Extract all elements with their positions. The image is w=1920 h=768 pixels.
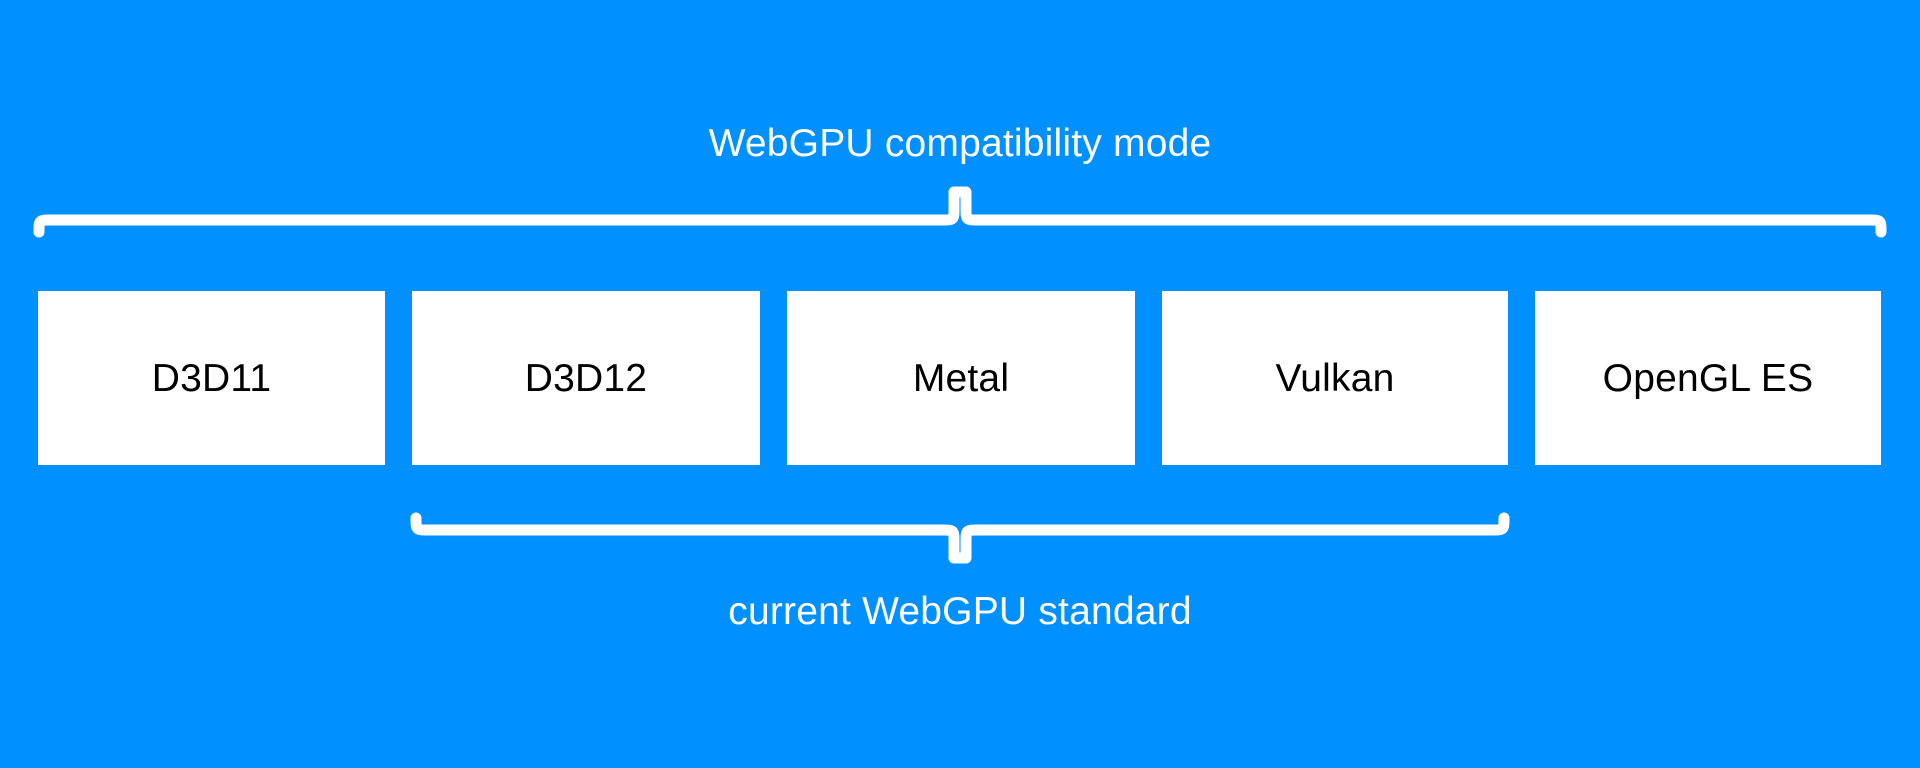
api-box-vulkan[interactable]: Vulkan [1162, 291, 1508, 465]
api-box-row: D3D11 D3D12 Metal Vulkan OpenGL ES [38, 291, 1881, 465]
api-box-opengl-es[interactable]: OpenGL ES [1535, 291, 1881, 465]
api-box-label: Vulkan [1275, 356, 1395, 400]
top-curly-brace-icon [33, 186, 1887, 238]
top-group-label: WebGPU compatibility mode [708, 122, 1212, 165]
api-box-label: OpenGL ES [1602, 356, 1814, 400]
api-box-d3d11[interactable]: D3D11 [38, 291, 385, 465]
api-box-metal[interactable]: Metal [787, 291, 1135, 465]
bottom-group-label: current WebGPU standard [728, 590, 1192, 633]
api-box-label: D3D12 [524, 356, 648, 400]
bottom-curly-brace-icon [410, 512, 1510, 564]
api-box-d3d12[interactable]: D3D12 [412, 291, 760, 465]
api-box-label: Metal [912, 356, 1010, 400]
api-box-label: D3D11 [151, 356, 272, 400]
